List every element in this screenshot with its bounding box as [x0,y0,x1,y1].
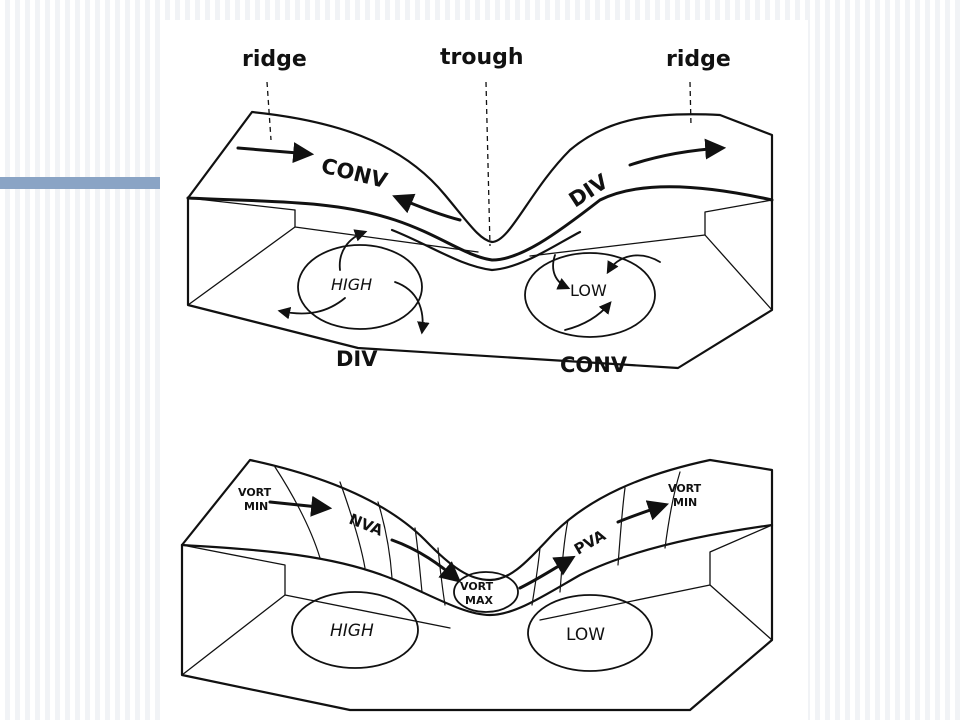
surface-high-label: HIGH [331,275,372,294]
bottom-high-label: HIGH [330,621,374,641]
vort-max-line1: VORT [460,580,494,593]
ridge-left-line [266,81,272,141]
vort-min-left-line1: VORT [238,486,272,499]
low-inflow-arrow-1 [606,254,661,275]
ridge-left-label: ridge [242,47,307,72]
vort-flow-arrow-1 [268,495,333,517]
diagram-svg: ridge trough ridge CONV DIV HIGH LOW DIV… [180,45,774,712]
surface-conv-label: CONV [560,353,628,377]
upper-level-diagram: ridge trough ridge CONV DIV HIGH LOW DIV… [186,45,774,377]
upper-trough-surface [186,110,774,272]
upper-conv-label: CONV [319,154,391,194]
slide-canvas: ridge trough ridge CONV DIV HIGH LOW DIV… [160,20,808,720]
upper-flow-arrow-in [236,142,315,164]
low-inflow-arrow-2 [552,254,571,290]
vort-flow-arrow-4 [616,500,669,524]
low-inflow-arrow-3 [564,301,612,331]
vort-min-left-line2: MIN [244,500,268,513]
accent-bar [0,177,160,189]
vort-min-right-line2: MIN [673,496,697,509]
vort-flow-arrow-2 [390,538,462,583]
trough-line [485,81,491,247]
vort-max-line2: MAX [465,594,493,607]
ridge-right-label: ridge [666,47,731,72]
bottom-low-label: LOW [566,625,605,645]
upper-div-label: DIV [565,169,614,212]
surface-div-label: DIV [336,347,378,371]
surface-low-cell [524,252,656,338]
ridge-right-line [689,81,692,127]
vort-flow-arrow-3 [518,555,576,590]
bottom-high-cell [291,591,419,669]
nva-label: NVA [347,510,386,540]
vort-min-right-line1: VORT [668,482,702,495]
bottom-low-cell [527,594,653,672]
trough-label: trough [440,45,524,70]
upper-flow-arrow-back [392,193,462,222]
vort-max-oval [453,571,519,613]
high-outflow-arrow-3 [277,297,346,320]
vorticity-diagram: VORT MIN NVA VORT MAX PVA VORT MIN HIGH … [180,458,774,712]
high-outflow-arrow-1 [338,229,368,271]
upper-flow-arrow-out [628,138,727,167]
surface-low-label: LOW [570,281,607,300]
vorticity-trough-surface [180,458,774,617]
pva-label: PVA [571,526,609,558]
surface-high-cell [297,244,423,330]
high-outflow-arrow-2 [394,281,430,335]
top-box-frame [186,196,774,370]
